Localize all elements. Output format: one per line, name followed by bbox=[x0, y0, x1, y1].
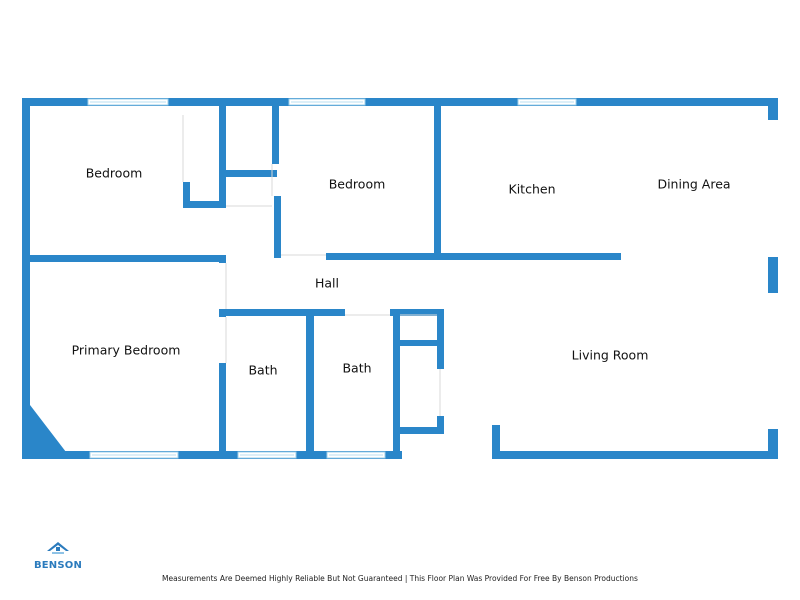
wall-bedroom2-left-lower bbox=[274, 196, 281, 258]
wall-primary-bath-lower bbox=[219, 363, 226, 459]
room-label-hall: Hall bbox=[314, 275, 340, 291]
room-label-kitchen: Kitchen bbox=[508, 181, 556, 197]
wall-closet-b bbox=[183, 201, 225, 208]
benson-logo: BENSON bbox=[30, 540, 86, 571]
room-label-bath-2: Bath bbox=[342, 360, 372, 376]
wall-closet-h bbox=[393, 427, 444, 434]
footer-disclaimer: Measurements Are Deemed Highly Reliable … bbox=[162, 574, 638, 583]
room-label-bedroom-2: Bedroom bbox=[328, 176, 386, 192]
wall-bedroom2-left bbox=[272, 104, 279, 164]
wall-closet-e bbox=[393, 340, 443, 346]
wall-hall-bottom-right bbox=[390, 309, 444, 316]
wall-hall-left-lower bbox=[219, 255, 226, 263]
wall-bottom-right bbox=[493, 451, 778, 459]
wall-bedroom-primary bbox=[30, 255, 225, 262]
wall-primary-bath bbox=[219, 309, 226, 317]
window-panes bbox=[90, 101, 574, 456]
wall-bath-bath bbox=[306, 309, 314, 459]
wall-closet-d bbox=[219, 170, 277, 177]
wall-right-top bbox=[768, 98, 778, 120]
wall-right-bottom bbox=[768, 429, 778, 459]
wall-bottom-left bbox=[22, 451, 402, 459]
wall-top bbox=[22, 98, 778, 106]
room-label-living-room: Living Room bbox=[571, 347, 649, 363]
wall-right-mid bbox=[768, 257, 778, 293]
wall-hall-bottom bbox=[219, 309, 345, 316]
wall-closet-g bbox=[437, 416, 444, 434]
logo-brand: BENSON bbox=[33, 560, 83, 571]
wall-bedroom2-bottom bbox=[326, 253, 621, 260]
wall-closet-c bbox=[219, 104, 226, 208]
wall-bedroom2-kitchen bbox=[434, 104, 441, 260]
room-label-dining-area: Dining Area bbox=[657, 176, 731, 192]
wall-bath2-right bbox=[393, 309, 400, 459]
room-label-bath-1: Bath bbox=[248, 362, 278, 378]
wall-left bbox=[22, 98, 30, 459]
walls bbox=[22, 98, 778, 459]
room-label-primary-bedroom: Primary Bedroom bbox=[71, 342, 181, 358]
wall-stub-living bbox=[492, 425, 500, 459]
wall-closet-f bbox=[437, 309, 444, 369]
thin-lines bbox=[182, 115, 441, 416]
room-label-bedroom-1: Bedroom bbox=[85, 165, 143, 181]
corner-fireplace bbox=[30, 405, 66, 452]
wall-closet-a bbox=[183, 182, 190, 208]
house-roof-icon bbox=[47, 542, 69, 554]
